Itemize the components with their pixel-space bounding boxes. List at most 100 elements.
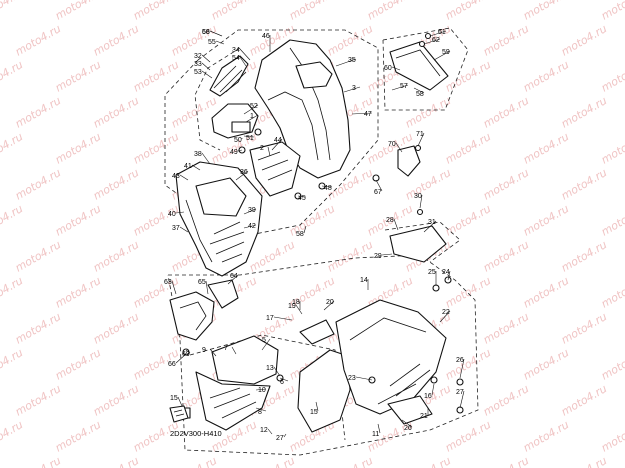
watermark-text: moto4.ru	[521, 0, 571, 23]
callout-number: 29	[374, 253, 382, 260]
callout-leader	[239, 56, 247, 67]
bolt-15	[430, 376, 438, 384]
lower-cowl-hatch	[209, 387, 257, 419]
watermark-text: moto4.ru	[481, 310, 531, 347]
callout-number: 19	[288, 303, 296, 310]
callout-leader	[185, 349, 191, 354]
callout-number: 37	[172, 225, 180, 232]
callout-number: 43	[172, 173, 180, 180]
callout-number: 15	[170, 395, 178, 402]
watermark-text: moto4.ru	[53, 274, 103, 311]
front-cowling-inner-edge	[267, 91, 319, 161]
callout-number: 59	[442, 49, 450, 56]
watermark-text: moto4.ru	[53, 346, 103, 383]
watermark-text: moto4.ru	[13, 454, 63, 468]
diagram-code: 2D2V300-H410	[170, 429, 222, 438]
lower-inner-boundary	[189, 334, 346, 441]
lower-right-cowl	[297, 299, 464, 433]
callout-leader	[179, 226, 189, 233]
callout-number: 5	[262, 337, 266, 344]
watermark-text: moto4.ru	[247, 238, 297, 275]
watermark-text: moto4.ru	[325, 454, 375, 468]
callout-number: 53	[194, 69, 202, 76]
callout-leader	[429, 30, 447, 37]
watermark-text: moto4.ru	[13, 238, 63, 275]
watermark-text: moto4.ru	[91, 382, 141, 419]
callout-number: 69	[182, 351, 190, 358]
lower-cowl-12	[297, 349, 351, 433]
watermark-text: moto4.ru	[559, 454, 609, 468]
callout-number: 8	[258, 409, 262, 416]
callout-number: 46	[262, 33, 270, 40]
watermark-text: moto4.ru	[91, 454, 141, 468]
watermark-text: moto4.ru	[443, 58, 493, 95]
watermark-text: moto4.ru	[521, 130, 571, 167]
callout-leader	[419, 194, 423, 209]
watermark-text: moto4.ru	[13, 166, 63, 203]
watermark-text: moto4.ru	[53, 58, 103, 95]
watermark-text: moto4.ru	[599, 202, 625, 239]
left-cowl-hatch	[213, 65, 247, 93]
callout-number: 1	[250, 113, 254, 120]
watermark-text: moto4.ru	[209, 0, 259, 23]
callout-number: 7	[224, 345, 228, 352]
callout-leader	[447, 270, 451, 281]
lower-group-boundary	[167, 254, 479, 456]
callout-number: 3	[352, 85, 356, 92]
lower-center-cowl	[175, 335, 284, 431]
callout-number: 64	[230, 273, 238, 280]
cover-64	[207, 279, 239, 309]
watermark-text: moto4.ru	[481, 382, 531, 419]
cover-64-body	[207, 279, 239, 309]
callout-number: 26	[404, 425, 412, 432]
headlight-bracket	[231, 121, 251, 133]
callout-leader	[245, 114, 259, 123]
watermark-text: moto4.ru	[559, 310, 609, 347]
callout-number: 56	[202, 29, 210, 36]
watermark-text: moto4.ru	[599, 346, 625, 383]
watermark-text: moto4.ru	[521, 346, 571, 383]
watermark-text: moto4.ru	[13, 22, 63, 59]
callout-number: 47	[364, 111, 372, 118]
callout-number: 66	[168, 361, 176, 368]
mount-bracket	[318, 144, 422, 190]
screw-30	[416, 208, 424, 216]
callout-leader	[179, 174, 189, 181]
callout-number: 14	[360, 277, 368, 284]
callout-number: 42	[248, 223, 256, 230]
watermark-text: moto4.ru	[559, 382, 609, 419]
callout-number: 6	[280, 379, 284, 386]
watermark-text: moto4.ru	[53, 130, 103, 167]
callout-number: 61	[438, 29, 446, 36]
callout-leader	[177, 396, 183, 407]
watermark-text: moto4.ru	[53, 202, 103, 239]
callout-number: 34	[232, 47, 240, 54]
callout-leader	[273, 366, 281, 377]
callout-leader	[377, 423, 381, 434]
callout-number: 54	[232, 55, 240, 62]
callout-number: 27	[276, 435, 284, 442]
callout-number: 33	[194, 61, 202, 68]
callout-number: 50	[234, 137, 242, 144]
watermark-text: moto4.ru	[599, 274, 625, 311]
left-cowl-panel	[209, 55, 249, 97]
watermark-text: moto4.ru	[443, 202, 493, 239]
right-bracket-boundary	[384, 221, 461, 263]
assembly-boundaries	[164, 27, 479, 456]
callout-leader	[335, 58, 357, 67]
lower-cowl-22-edge	[349, 317, 427, 341]
watermark-text: moto4.ru	[443, 0, 493, 23]
headlight-frame	[295, 61, 333, 89]
callout-leader	[303, 225, 307, 234]
front-cowling-ridge	[289, 47, 331, 161]
watermark-text: moto4.ru	[131, 0, 181, 23]
callout-leader	[231, 346, 237, 355]
callout-leader	[351, 112, 373, 115]
callout-number: 52	[250, 103, 258, 110]
watermark-text: moto4.ru	[521, 58, 571, 95]
callout-leader	[297, 195, 307, 198]
callout-leader	[375, 179, 383, 192]
callout-leader	[423, 220, 437, 233]
watermark-text: moto4.ru	[0, 346, 25, 383]
